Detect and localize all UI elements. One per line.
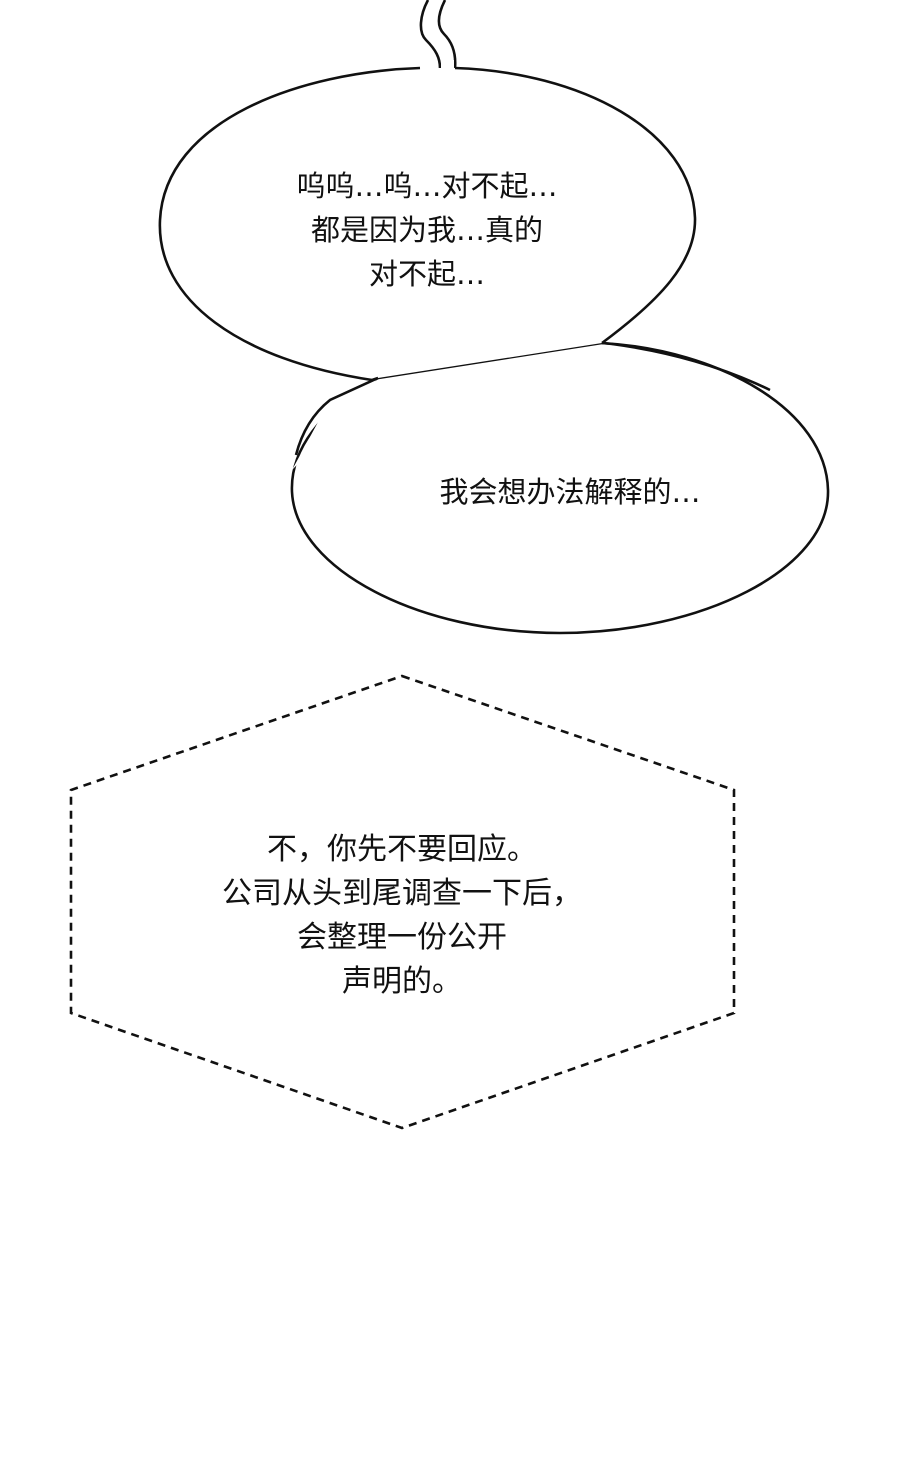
speech-bubble-1-outline [159, 68, 696, 470]
bubble-join-left [294, 376, 379, 456]
bubble-join-right [601, 341, 771, 392]
speech-line: 不，你先不要回应。 [267, 832, 537, 867]
speech-bubble-1-tail [419, 0, 457, 69]
speech-bubble-2-outline [290, 341, 830, 635]
speech-bubble-1-border [158, 66, 697, 382]
speech-bubble-1-text: 呜呜…呜…对不起… 都是因为我…真的 对不起… [227, 164, 627, 296]
narration-box-3-text: 不，你先不要回应。 公司从头到尾调查一下后， 会整理一份公开 声明的。 [152, 828, 652, 1004]
speech-line: 都是因为我…真的 [310, 213, 543, 247]
speech-line: 我会想办法解释的… [439, 475, 701, 509]
speech-bubble-2-text: 我会想办法解释的… [370, 470, 770, 514]
speech-line: 公司从头到尾调查一下后， [222, 876, 582, 911]
speech-line: 声明的。 [342, 964, 462, 999]
speech-line: 对不起… [368, 257, 485, 291]
speech-line: 会整理一份公开 [297, 920, 507, 955]
narration-box-3-outline [69, 674, 736, 1130]
speech-line: 呜呜…呜…对不起… [296, 169, 558, 203]
